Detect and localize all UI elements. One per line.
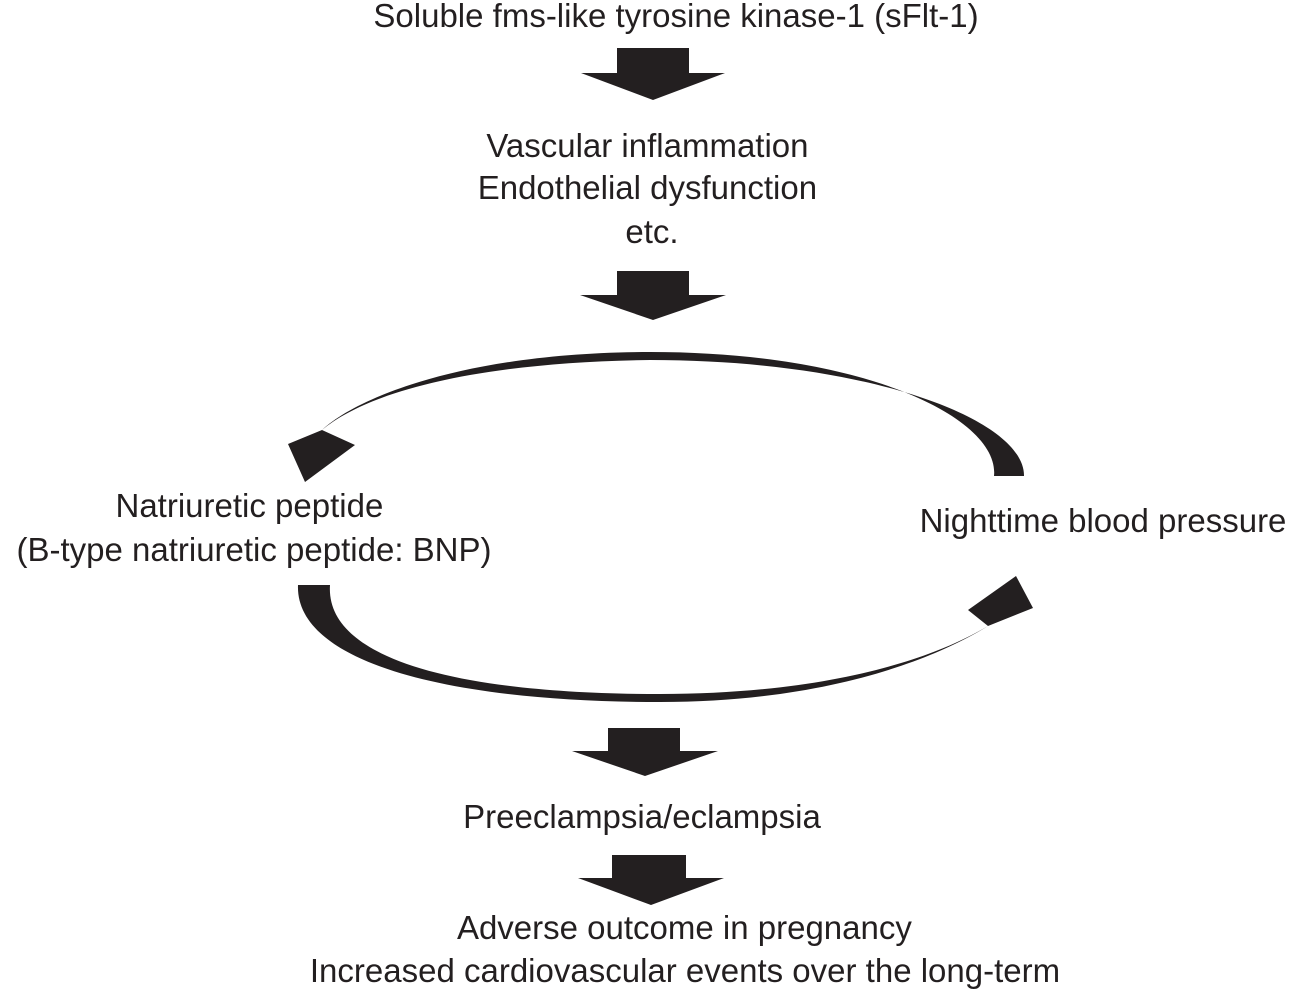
node-nighttime-line: Nighttime blood pressure	[920, 502, 1287, 539]
node-nighttime: Nighttime blood pressure	[920, 502, 1287, 539]
node-vascular-line: etc.	[625, 213, 678, 250]
node-preeclampsia-line: Preeclampsia/eclampsia	[463, 798, 821, 835]
feedback-arrow-upper	[288, 352, 1025, 482]
node-natriuretic-line: Natriuretic peptide	[116, 487, 384, 524]
node-natriuretic: Natriuretic peptide (B-type natriuretic …	[16, 487, 491, 568]
feedback-arrow-lower	[297, 576, 1033, 702]
down-arrow-icon	[580, 271, 726, 320]
down-arrow-icon	[581, 48, 725, 100]
node-outcome: Adverse outcome in pregnancy Increased c…	[310, 909, 1060, 989]
node-natriuretic-line: (B-type natriuretic peptide: BNP)	[16, 531, 491, 568]
node-sflt: Soluble fms-like tyrosine kinase-1 (sFlt…	[373, 0, 978, 34]
node-preeclampsia: Preeclampsia/eclampsia	[463, 798, 821, 835]
down-arrow-icon	[572, 728, 718, 776]
node-vascular: Vascular inflammation Endothelial dysfun…	[478, 127, 827, 250]
node-vascular-line: Vascular inflammation	[486, 127, 808, 164]
node-outcome-line: Increased cardiovascular events over the…	[310, 952, 1060, 989]
node-sflt-line: Soluble fms-like tyrosine kinase-1 (sFlt…	[373, 0, 978, 34]
node-outcome-line: Adverse outcome in pregnancy	[457, 909, 912, 946]
down-arrow-icon	[578, 855, 724, 905]
node-vascular-line: Endothelial dysfunction	[478, 169, 817, 206]
